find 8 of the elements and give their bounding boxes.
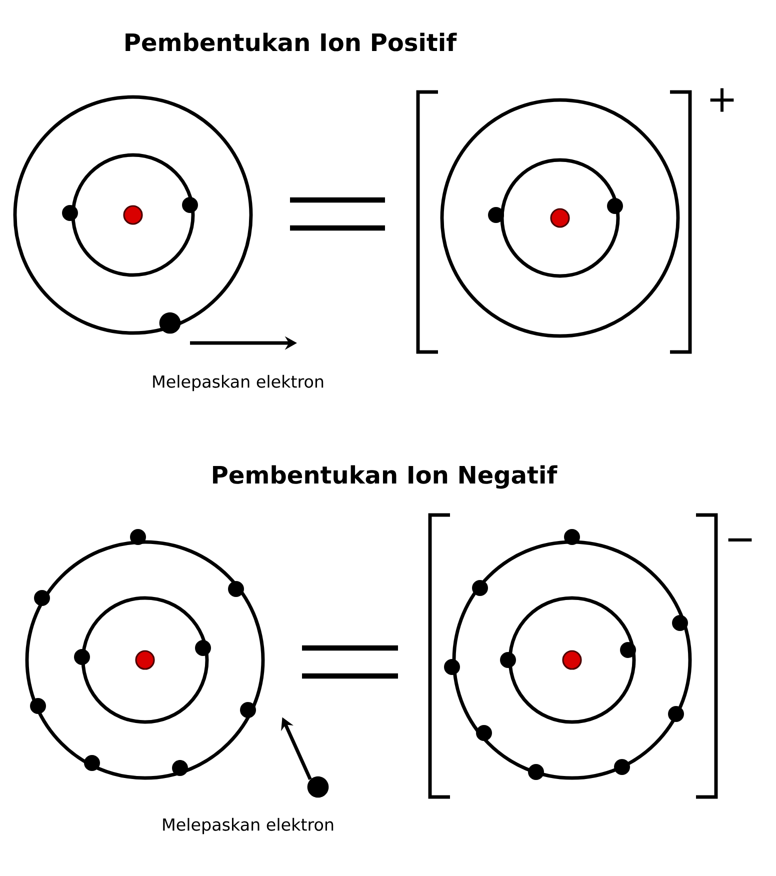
charge-sign: −: [728, 538, 752, 542]
heading: Pembentukan Ion Positif: [126, 32, 457, 52]
charge-sign: +: [710, 88, 734, 112]
electron: [307, 776, 329, 798]
caption: Melepaskan elektron: [163, 818, 334, 834]
heading: Pembentukan Ion Negatif: [213, 465, 558, 489]
caption: Melepaskan elektron: [153, 374, 324, 392]
electron: [159, 312, 181, 334]
